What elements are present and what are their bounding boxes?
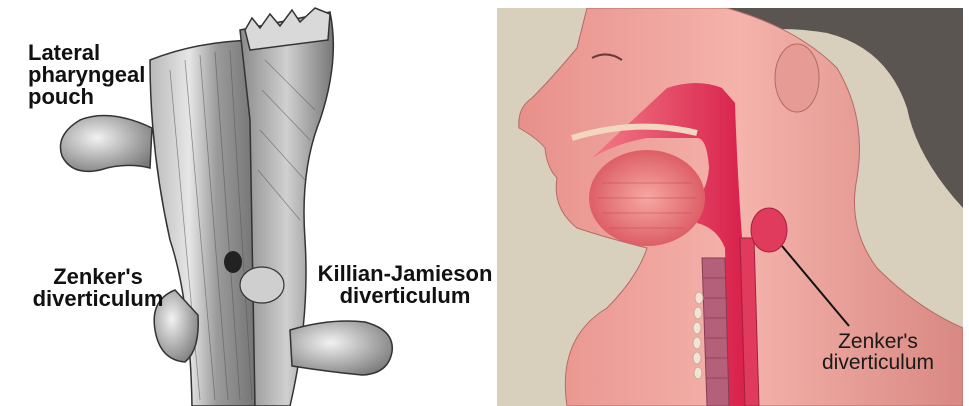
label-line: Zenker's [18, 266, 178, 288]
ear [775, 44, 819, 112]
trachea [702, 258, 729, 406]
right-figure: Zenker's diverticulum [497, 8, 963, 406]
label-line: Zenker's [808, 331, 948, 352]
zenker-diverticulum-label-right: Zenker's diverticulum [808, 331, 948, 373]
zenker-diverticulum-pouch [751, 208, 787, 252]
label-line: diverticulum [18, 288, 178, 310]
cricopharyngeal-bulge [240, 267, 284, 303]
label-line: diverticulum [310, 285, 500, 307]
label-line: Killian-Jamieson [310, 263, 500, 285]
killian-jamieson-diverticulum-shape [290, 321, 392, 375]
pharynx-opening [224, 251, 242, 273]
zenker-diverticulum-label-left: Zenker's diverticulum [18, 266, 178, 310]
killian-jamieson-diverticulum-label: Killian-Jamieson diverticulum [310, 263, 500, 307]
label-line: diverticulum [808, 352, 948, 373]
lateral-pharyngeal-pouch-shape [60, 116, 152, 172]
label-line: pharyngeal [28, 64, 168, 86]
label-line: Lateral [28, 42, 168, 64]
left-figure: Lateral pharyngeal pouch Zenker's divert… [0, 0, 490, 406]
label-line: pouch [28, 86, 168, 108]
lateral-pharyngeal-pouch-label: Lateral pharyngeal pouch [28, 42, 168, 108]
